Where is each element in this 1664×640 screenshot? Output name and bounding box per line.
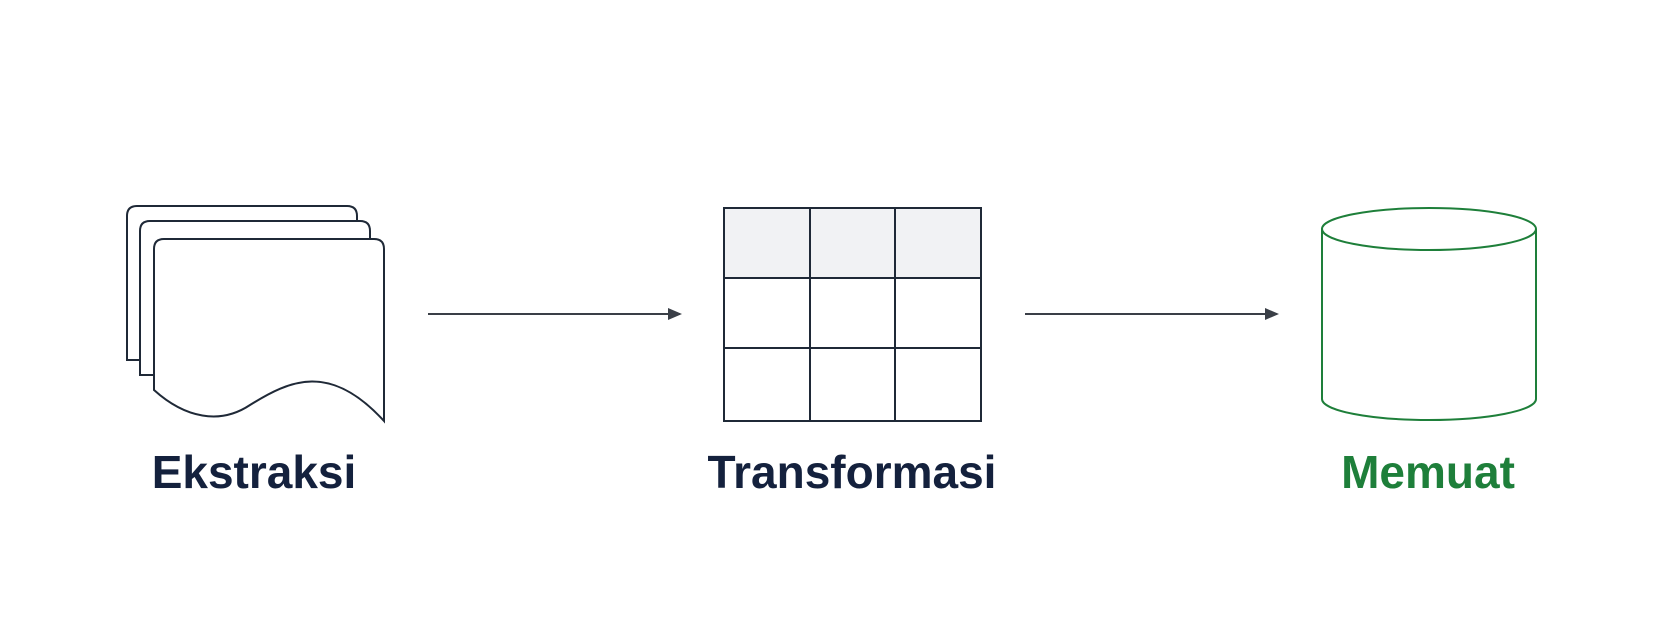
cylinder-body xyxy=(1321,229,1537,421)
cylinder-top xyxy=(1321,207,1537,251)
document-front xyxy=(153,238,385,424)
database-cylinder-icon xyxy=(1321,207,1537,421)
table-outline xyxy=(723,207,982,422)
table-header-row xyxy=(724,208,981,278)
stacked-documents-icon xyxy=(126,205,385,424)
table-grid-icon xyxy=(723,207,982,422)
step-label-load: Memuat xyxy=(1341,446,1515,498)
step-label-transform: Transformasi xyxy=(707,446,997,498)
step-label-extract: Ekstraksi xyxy=(151,446,357,498)
